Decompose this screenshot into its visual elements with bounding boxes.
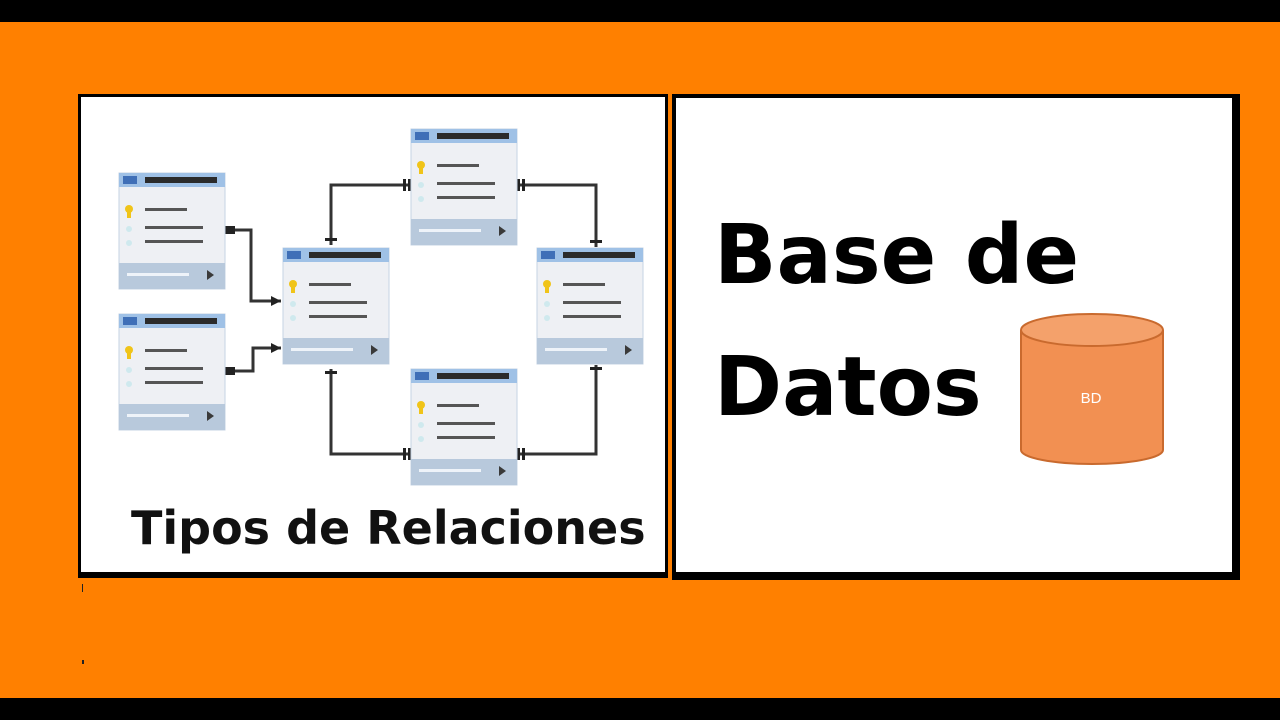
database-cylinder-icon: BD [1018, 310, 1168, 474]
entity-table-right [536, 247, 644, 365]
entity-table-bottom [410, 368, 518, 486]
relationship-lines [225, 183, 598, 456]
diagram-caption: Tipos de Relaciones [131, 501, 646, 555]
title-line-2: Datos [714, 340, 982, 435]
stray-mark [82, 660, 84, 664]
database-panel: Base de Datos BD [672, 94, 1240, 580]
relationship-end-markers [225, 179, 602, 460]
entity-table-left-bottom [118, 313, 226, 431]
database-label: BD [1080, 390, 1102, 407]
entity-table-left-top [118, 172, 226, 290]
page-title: Base de Datos [714, 190, 1079, 454]
stray-mark [82, 584, 83, 592]
title-line-1: Base de [714, 208, 1080, 303]
entity-table-center [282, 247, 390, 365]
entity-table-top [410, 128, 518, 246]
relationship-diagram [118, 128, 644, 486]
relations-panel: Tipos de Relaciones [78, 94, 668, 578]
